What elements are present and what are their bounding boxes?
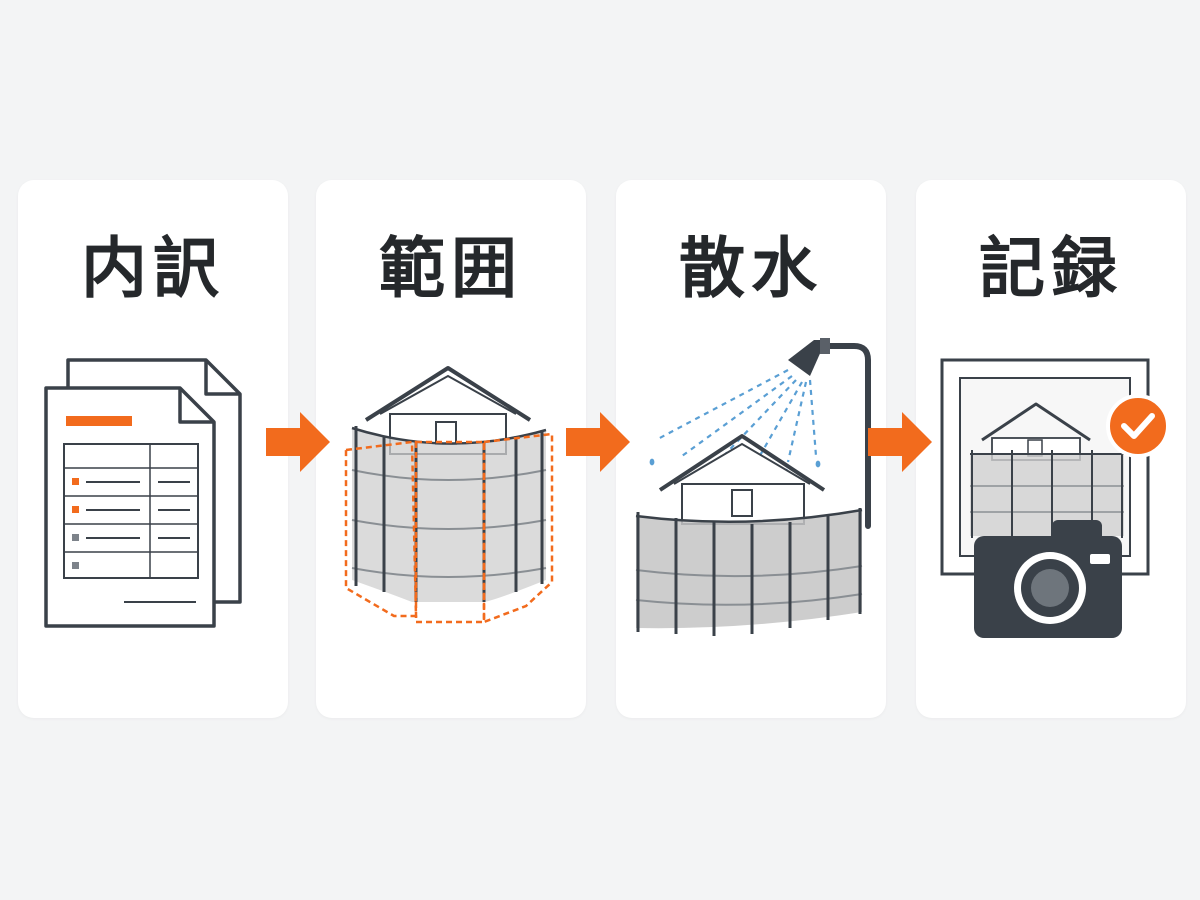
- step-card-watering: 散水: [616, 180, 886, 718]
- step-title: 内訳: [81, 230, 225, 307]
- step-card-breakdown: 内訳: [18, 180, 288, 718]
- step-card-record: 記録: [916, 180, 1186, 718]
- arrow-right-icon: [868, 412, 932, 472]
- step-title: 散水: [679, 230, 823, 307]
- step-title: 記録: [979, 230, 1123, 307]
- step-card-range: 範囲: [316, 180, 586, 718]
- breakdown-document-icon: [44, 358, 242, 628]
- arrow-right-icon: [566, 412, 630, 472]
- photo-record-icon: [940, 358, 1170, 638]
- water-spray-icon: [635, 338, 871, 636]
- arrow-right-icon: [266, 412, 330, 472]
- scaffold-range-icon: [344, 366, 554, 624]
- step-title: 範囲: [379, 230, 523, 307]
